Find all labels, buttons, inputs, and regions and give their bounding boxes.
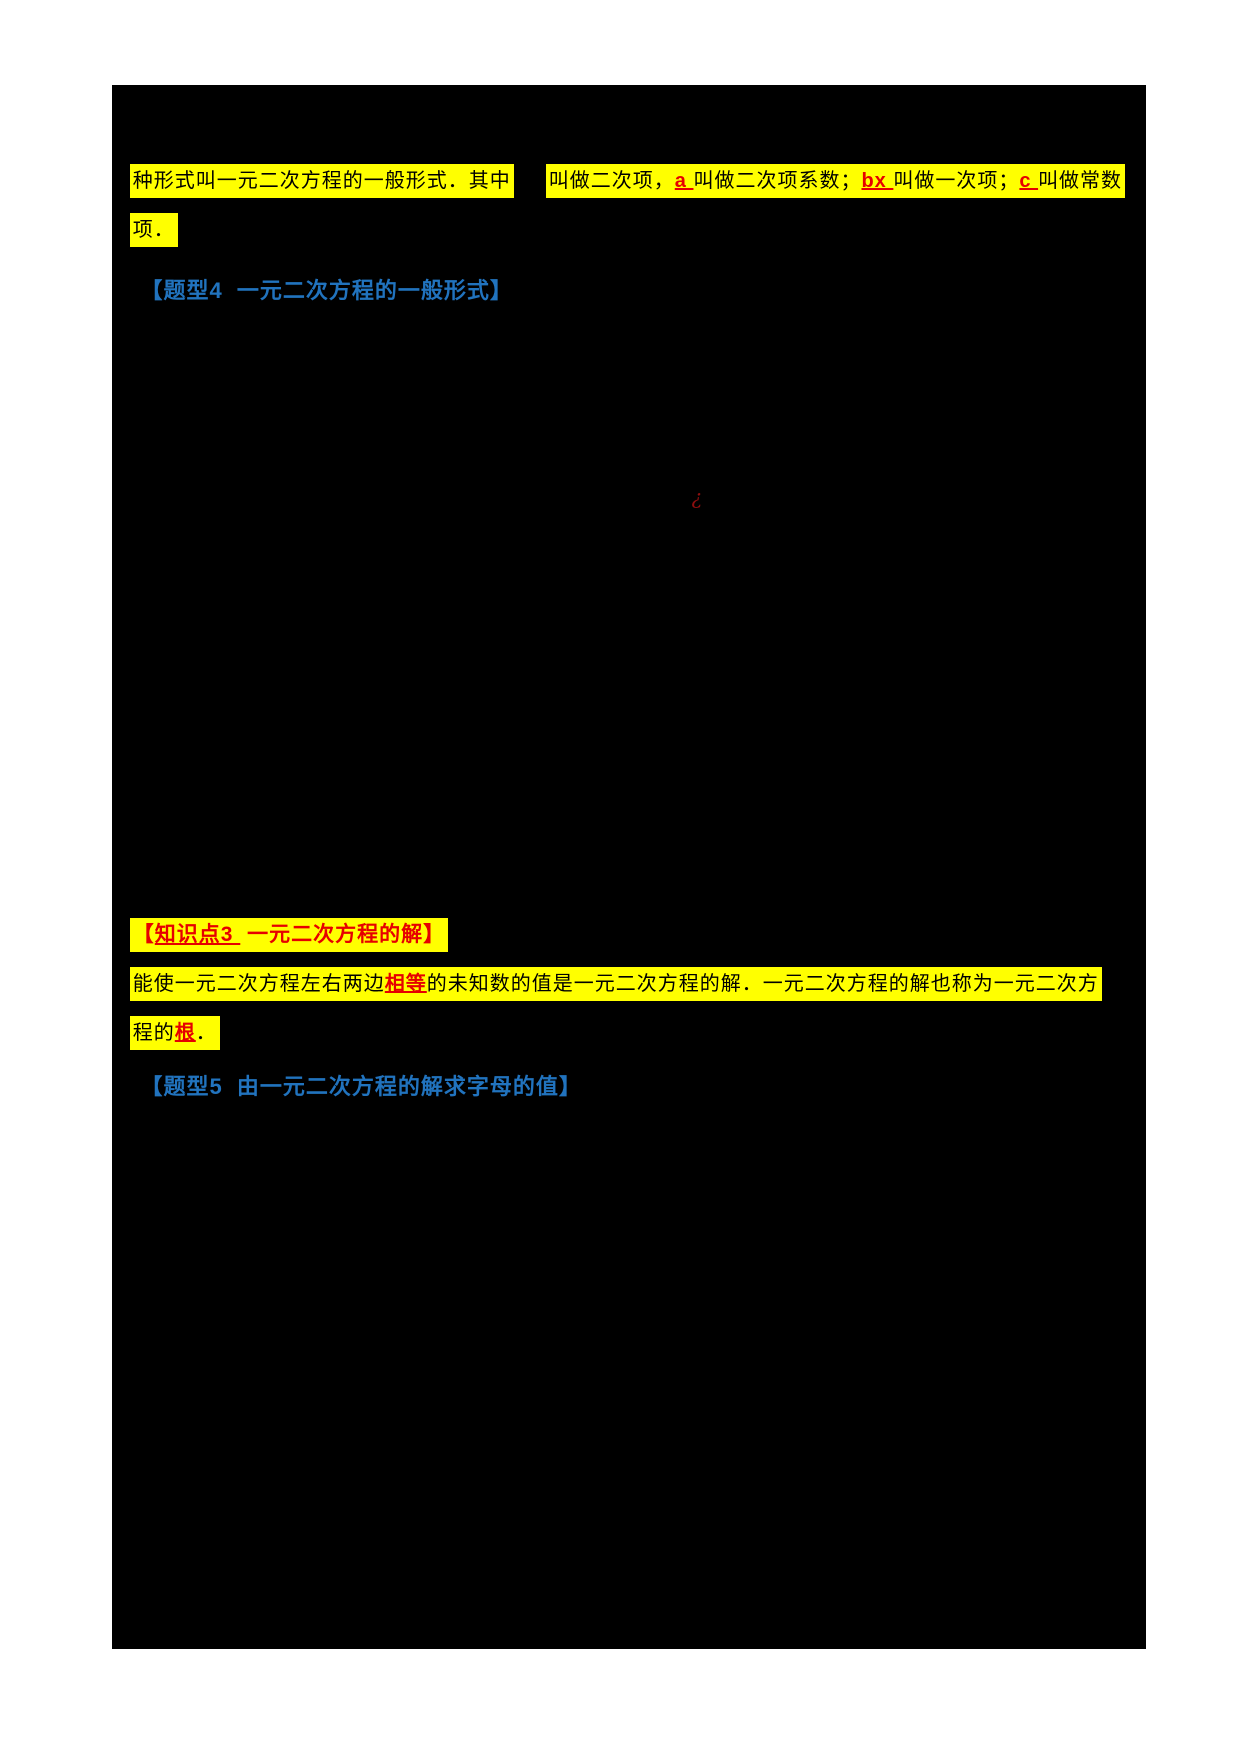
emphasis-term-a: a	[674, 170, 694, 192]
highlight-run: 种形式叫一元二次方程的一般形式．其中	[129, 164, 514, 198]
paragraph-solution-line1: 能使一元二次方程左右两边相等的未知数的值是一元二次方程的解．一元二次方程的解也称…	[112, 949, 1102, 1019]
text-run: 叫做一次项；	[893, 170, 1020, 192]
kp3-rest-label: 一元二次方程的解】	[240, 923, 446, 946]
highlight-run: 能使一元二次方程左右两边相等的未知数的值是一元二次方程的解．一元二次方程的解也称…	[129, 967, 1102, 1001]
broken-formula-glyph: ¿	[691, 485, 703, 509]
heading-topic5: 【题型5 由一元二次方程的解求字母的值】	[112, 1045, 582, 1129]
content-canvas: 种形式叫一元二次方程的一般形式．其中 叫做二次项，a 叫做二次项系数；bx 叫做一…	[112, 85, 1146, 1649]
paragraph-general-form-line2: 项．	[112, 195, 178, 265]
text-run: 叫做二次项系数；	[693, 170, 862, 192]
text-run: 叫做二次项，	[548, 170, 675, 192]
highlight-run: 叫做二次项，a 叫做二次项系数；bx 叫做一次项；c 叫做常数	[545, 164, 1126, 198]
text-run: 叫做常数	[1038, 170, 1123, 192]
emphasis-term-root: 根	[174, 1022, 196, 1044]
text-run: 的未知数的值是一元二次方程的解．一元二次方程的解也称为一元二次方	[426, 973, 1099, 995]
paragraph-general-form-line1: 种形式叫一元二次方程的一般形式．其中 叫做二次项，a 叫做二次项系数；bx 叫做一…	[112, 146, 1126, 216]
text-run: 能使一元二次方程左右两边	[132, 973, 385, 995]
emphasis-term-c: c	[1019, 170, 1039, 192]
highlight-run: 【知识点3 一元二次方程的解】	[129, 918, 449, 952]
hidden-formula-gap	[514, 164, 546, 198]
highlight-run: 项．	[129, 213, 178, 247]
kp3-open-bracket: 【	[132, 923, 155, 946]
heading-knowledge-point3: 【知识点3 一元二次方程的解】	[112, 900, 449, 970]
text-run: 种形式叫一元二次方程的一般形式．其中	[132, 170, 511, 192]
text-run: ．	[195, 1022, 217, 1044]
emphasis-term-equal: 相等	[384, 973, 427, 995]
heading-topic4-label: 【题型4 一元二次方程的一般形式】	[140, 278, 513, 303]
paragraph-solution-line2: 程的根．	[112, 998, 220, 1068]
kp3-underlined-label: 知识点3	[154, 923, 241, 946]
heading-topic4: 【题型4 一元二次方程的一般形式】	[112, 249, 513, 333]
highlight-run: 程的根．	[129, 1016, 220, 1050]
emphasis-term-bx: bx	[861, 170, 894, 192]
heading-topic5-label: 【题型5 由一元二次方程的解求字母的值】	[140, 1074, 582, 1099]
text-run: 程的	[132, 1022, 175, 1044]
broken-formula-mark: ¿	[666, 461, 702, 533]
text-run: 项．	[132, 219, 175, 241]
